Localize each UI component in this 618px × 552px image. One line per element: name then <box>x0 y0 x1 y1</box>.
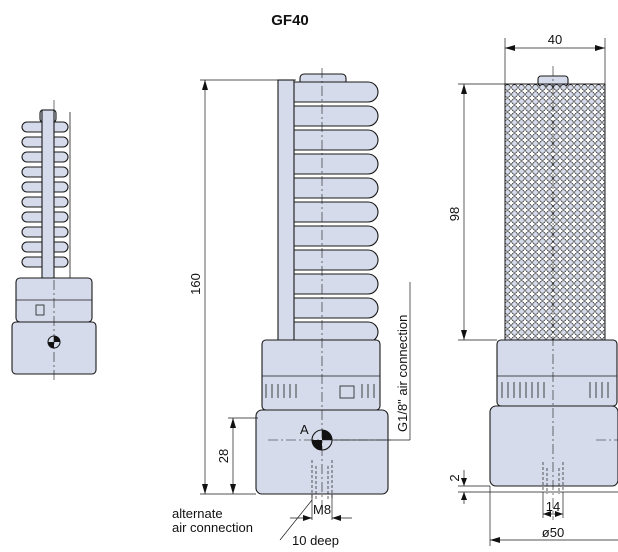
drawing-title: GF40 <box>271 12 309 29</box>
small-side-view <box>11 100 97 380</box>
port-marker-label: A <box>300 422 309 437</box>
dim-thread: M8 <box>313 502 331 517</box>
dim-offset: 2 <box>447 474 462 481</box>
front-view: A 160 28 M8 10 deep alternate ai <box>172 68 411 548</box>
spine <box>277 79 295 343</box>
upper-body <box>261 339 381 411</box>
dim-bolt-spacing: 14 <box>546 499 560 514</box>
mesh-filter <box>504 83 606 341</box>
right-knurling <box>501 382 609 398</box>
dim-thread-depth: 10 deep <box>292 533 339 548</box>
dim-height-total: 160 <box>188 273 203 295</box>
dim-base-height: 28 <box>216 449 231 463</box>
dim-filter-width: 40 <box>548 32 562 47</box>
alternate-label-1: alternate <box>172 506 223 521</box>
alternate-label-2: air connection <box>172 520 253 535</box>
knurling <box>265 384 375 398</box>
section-view: 40 98 2 14 ø50 <box>447 32 618 546</box>
air-connection-label: G1/8" air connection <box>395 315 410 432</box>
dim-base-diameter: ø50 <box>542 525 564 540</box>
dim-filter-height: 98 <box>447 207 462 221</box>
